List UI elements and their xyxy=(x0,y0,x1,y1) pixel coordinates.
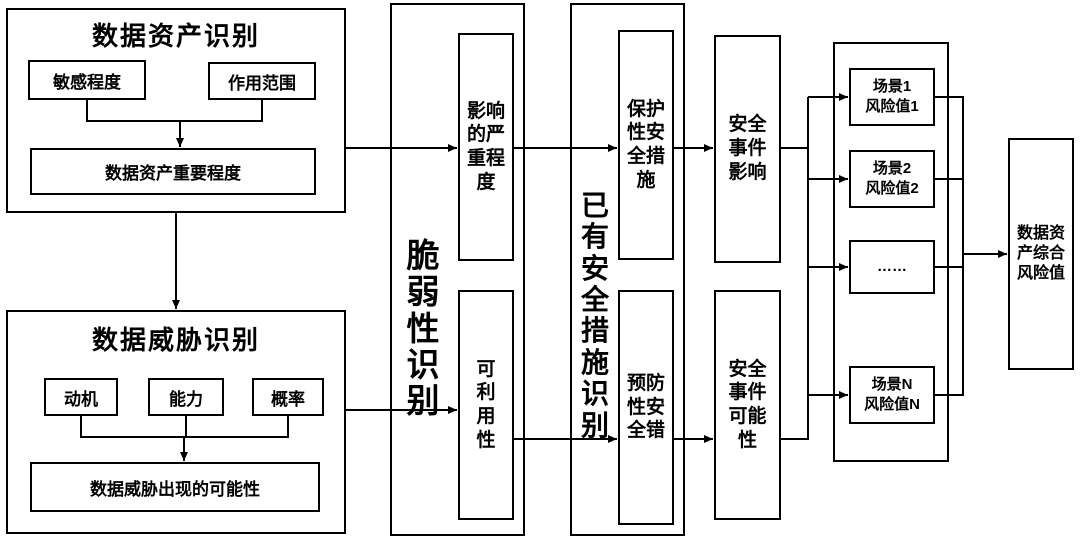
exploitability-label: 可利用性 xyxy=(476,358,496,451)
data-asset-identification-group xyxy=(6,8,346,213)
data-threat-identification-group xyxy=(6,310,346,534)
ellipsis-label: …… xyxy=(877,257,907,275)
security-measures-group-title: 已有安全措施识别 xyxy=(580,190,609,441)
preventive-measures-label: 预防性安全错 xyxy=(626,372,665,442)
scenario-risk-box-n: 场景N 风险值N xyxy=(849,366,935,424)
data-asset-group-title: 数据资产识别 xyxy=(91,21,260,51)
security-measures-group xyxy=(570,3,685,536)
vulnerability-group-title: 脆弱性识别 xyxy=(406,237,440,420)
scope-box: 作用范围 xyxy=(208,62,316,100)
scenario-n-label: 场景N xyxy=(871,375,913,393)
overall-risk-box: 数据资产综合风险值 xyxy=(1008,138,1074,370)
security-event-likelihood-box: 安全事件可能性 xyxy=(714,290,781,520)
scenario-risk-box-1: 场景1 风险值1 xyxy=(849,68,935,126)
ellipsis-box: …… xyxy=(849,240,935,294)
preventive-measures-box: 预防性安全错 xyxy=(618,290,674,525)
risk-value-1-label: 风险值1 xyxy=(865,98,919,115)
risk-value-2-label: 风险值2 xyxy=(865,180,919,197)
scenario-2-label: 场景2 xyxy=(872,159,912,177)
overall-risk-label: 数据资产综合风险值 xyxy=(1016,225,1065,282)
impact-severity-label: 影响的严重程度 xyxy=(466,100,505,193)
threat-likelihood-box: 数据威胁出现的可能性 xyxy=(30,462,320,512)
protective-measures-label: 保护性安全措施 xyxy=(626,98,665,191)
risk-value-n-label: 风险值N xyxy=(864,396,920,413)
security-event-impact-label: 安全事件影响 xyxy=(728,114,767,183)
scenario-1-label: 场景1 xyxy=(872,77,912,95)
exploitability-box: 可利用性 xyxy=(458,290,514,520)
probability-box: 概率 xyxy=(252,378,324,416)
sensitivity-box: 敏感程度 xyxy=(28,60,146,100)
protective-measures-box: 保护性安全措施 xyxy=(618,30,674,260)
security-event-impact-box: 安全事件影响 xyxy=(714,35,781,263)
scenario-risk-box-2: 场景2 风险值2 xyxy=(849,150,935,208)
capability-box: 能力 xyxy=(148,378,224,416)
scenario-risk-group xyxy=(833,42,949,462)
impact-severity-box: 影响的严重程度 xyxy=(458,33,514,261)
security-event-likelihood-label: 安全事件可能性 xyxy=(728,358,767,451)
data-threat-group-title: 数据威胁识别 xyxy=(91,325,260,355)
vulnerability-identification-group xyxy=(390,3,525,536)
motivation-box: 动机 xyxy=(44,378,118,416)
asset-importance-box: 数据资产重要程度 xyxy=(30,148,316,195)
